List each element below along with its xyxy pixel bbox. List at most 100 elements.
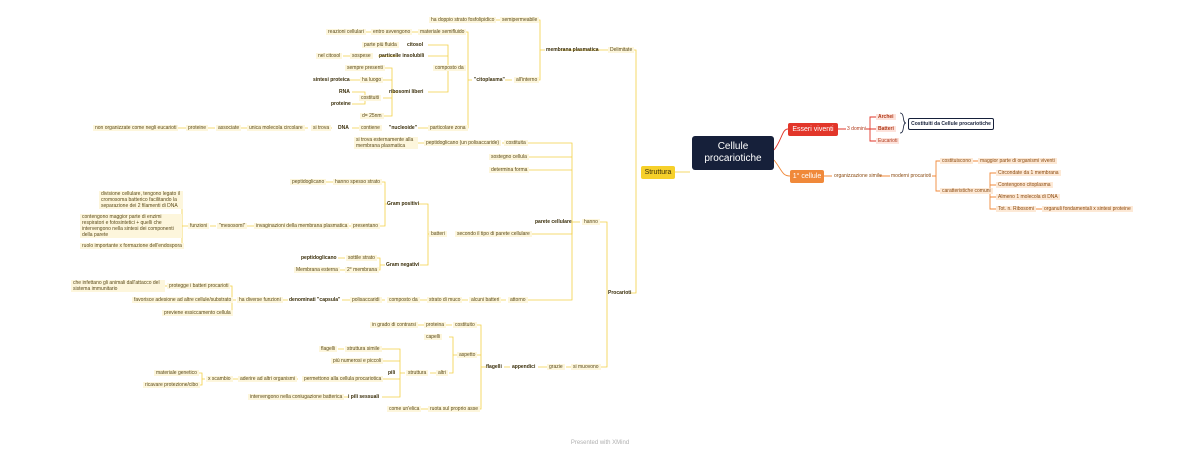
contrarsi-label[interactable]: in grado di contrarsi bbox=[370, 322, 418, 328]
procarioti-label[interactable]: Procarioti bbox=[608, 290, 632, 296]
composto-muco-label[interactable]: composto da bbox=[387, 297, 420, 303]
particelle-label[interactable]: particelle insolubili bbox=[379, 53, 425, 59]
moderni-label[interactable]: moderni procarioti bbox=[891, 173, 932, 179]
esternamente-label[interactable]: si trova esternamente alla membrana plas… bbox=[354, 137, 418, 149]
rna-label[interactable]: RNA bbox=[339, 89, 350, 95]
maggior-parte-label[interactable]: maggior parte di organismi viventi bbox=[978, 158, 1057, 164]
prime-cellule-node[interactable]: 1° cellule bbox=[790, 170, 824, 183]
entro-label[interactable]: entro avvengono bbox=[371, 29, 413, 35]
batteri-label[interactable]: batteri bbox=[429, 231, 447, 237]
strato-muco-label[interactable]: strato di muco bbox=[427, 297, 463, 303]
associate-label[interactable]: associate bbox=[216, 125, 242, 131]
ribosomi-label[interactable]: ribosomi liberi bbox=[389, 89, 424, 95]
costituito-label[interactable]: costituito bbox=[453, 322, 477, 328]
struttura-node[interactable]: Struttura bbox=[641, 166, 675, 179]
sistema-immunitario-label[interactable]: che infettano gli animali dall'attacco d… bbox=[71, 280, 165, 292]
si-trova-label[interactable]: si trova bbox=[311, 125, 332, 131]
molecola-circolare-label[interactable]: unica molecola circolare bbox=[247, 125, 305, 131]
sintesi-proteica-label[interactable]: sintesi proteica bbox=[313, 77, 350, 83]
gram-negativi-label[interactable]: Gram negativi bbox=[386, 262, 420, 268]
spesso-strato-label[interactable]: hanno spesso strato bbox=[333, 179, 383, 185]
ruota-label[interactable]: ruota sul proprio asse bbox=[428, 406, 481, 412]
grazie-label[interactable]: grazie bbox=[547, 364, 565, 370]
esseri-viventi-node[interactable]: Esseri viventi bbox=[788, 123, 838, 136]
eucarioti-label[interactable]: Eucarioti bbox=[876, 138, 900, 144]
composto-label[interactable]: composto da bbox=[433, 65, 466, 71]
batteri-domain-label[interactable]: Batteri bbox=[876, 126, 896, 132]
protezione-cibo-label[interactable]: ricavare protezione/cibo bbox=[143, 382, 201, 388]
contiene-label[interactable]: contiene bbox=[359, 125, 382, 131]
sottile-strato-label[interactable]: sottile strato bbox=[346, 255, 377, 261]
si-muovono-label[interactable]: si muovono bbox=[571, 364, 601, 370]
costituita-label[interactable]: costituita bbox=[504, 140, 528, 146]
nucleoide-label[interactable]: "nucleoide" bbox=[389, 125, 418, 131]
proteine-dna-label[interactable]: proteine bbox=[186, 125, 209, 131]
peptidoglicano-gp-label[interactable]: peptidoglicano bbox=[290, 179, 327, 185]
particolare-zona-label[interactable]: particolare zona bbox=[428, 125, 468, 131]
citosol-label[interactable]: citosol bbox=[407, 42, 424, 48]
membrana-plasmatica-label[interactable]: membrana plasmatica bbox=[546, 47, 599, 53]
ha-luogo-label[interactable]: ha luogo bbox=[360, 77, 384, 83]
nel-citosol-label[interactable]: nel citosol bbox=[316, 53, 343, 59]
hanno-label[interactable]: hanno bbox=[582, 219, 600, 225]
pili-label[interactable]: pili bbox=[388, 370, 396, 376]
organizzazione-label[interactable]: organizzazione simile bbox=[834, 173, 882, 179]
flagelli-simile-label[interactable]: flagelli bbox=[319, 346, 338, 352]
struttura-pili-label[interactable]: struttura bbox=[406, 370, 429, 376]
membrana-caratteristica[interactable]: Circondate da 1 membrana bbox=[996, 170, 1061, 176]
appendici-label[interactable]: appendici bbox=[512, 364, 536, 370]
materiale-genetico-label[interactable]: materiale genetico bbox=[154, 370, 199, 376]
aderire-label[interactable]: aderire ad altri organismi bbox=[238, 376, 298, 382]
funzioni-label[interactable]: funzioni bbox=[188, 223, 210, 229]
dna-caratteristica[interactable]: Almeno 1 molecola di DNA bbox=[996, 194, 1060, 200]
aspetto-label[interactable]: aspetto bbox=[457, 352, 478, 358]
endospora-label[interactable]: ruolo importante x formazione dell'endos… bbox=[80, 243, 184, 249]
citoplasma-caratteristica[interactable]: Contengono citoplasma bbox=[996, 182, 1053, 188]
adesione-label[interactable]: favorisce adesione ad altre cellule/subs… bbox=[132, 297, 234, 303]
semipermeabile-label[interactable]: semipermeabile bbox=[500, 17, 540, 23]
proteine-ribosomi-label[interactable]: proteine bbox=[331, 101, 351, 107]
scambio-label[interactable]: x scambio bbox=[206, 376, 233, 382]
archei-label[interactable]: Archei bbox=[876, 114, 896, 120]
costituiti-note[interactable]: Costituiti da Cellule procariotiche bbox=[908, 118, 994, 130]
numerosi-label[interactable]: più numerosi e piccoli bbox=[331, 358, 384, 364]
divisione-label[interactable]: divisione cellulare, tengono legato il c… bbox=[99, 191, 183, 209]
domini-label[interactable]: 3 domini bbox=[847, 126, 866, 132]
polisaccaridi-label[interactable]: polisaccaridi bbox=[350, 297, 382, 303]
sostegno-label[interactable]: sostegno cellula bbox=[489, 154, 529, 160]
interno-label[interactable]: all'interno bbox=[514, 77, 540, 83]
caratteristiche-label[interactable]: caratteristiche comuni bbox=[940, 188, 993, 194]
invaginazioni-label[interactable]: invaginazioni della membrana plasmatica bbox=[254, 223, 350, 229]
protegge-label[interactable]: protegge i batteri procarioti bbox=[167, 283, 231, 289]
struttura-simile-label[interactable]: struttura simile bbox=[345, 346, 382, 352]
costituiscono-label[interactable]: costituiscono bbox=[940, 158, 973, 164]
materiale-semifluido-label[interactable]: materiale semifluido bbox=[418, 29, 467, 35]
proteina-label[interactable]: proteina bbox=[424, 322, 447, 328]
capsula-label[interactable]: denominati "capsula" bbox=[289, 297, 341, 303]
membrana-esterna-label[interactable]: Membrana esterna bbox=[294, 267, 340, 273]
peptidoglicano-parete-label[interactable]: peptidoglicano (un polisaccaride) bbox=[424, 140, 502, 146]
reazioni-label[interactable]: reazioni cellulari bbox=[326, 29, 366, 35]
enzimi-label[interactable]: contengono maggior parte di enzimi respi… bbox=[80, 214, 182, 238]
parte-fluida-label[interactable]: parte più fluida bbox=[362, 42, 399, 48]
diverse-funzioni-label[interactable]: ha diverse funzioni bbox=[237, 297, 283, 303]
coniugazione-label[interactable]: intervengono nella coniugazione batteric… bbox=[248, 394, 345, 400]
mesosomi-label[interactable]: "mesosomi" bbox=[217, 223, 248, 229]
secondo-tipo-label[interactable]: secondo il tipo di parete cellulare bbox=[455, 231, 532, 237]
attorno-label[interactable]: attorno bbox=[508, 297, 528, 303]
seconda-membrana-label[interactable]: 2° membrana bbox=[345, 267, 380, 273]
elica-label[interactable]: come un'elica bbox=[387, 406, 422, 412]
capelli-label[interactable]: capelli bbox=[424, 334, 443, 340]
altri-label[interactable]: altri bbox=[436, 370, 449, 376]
costituiti-label[interactable]: costituiti bbox=[359, 95, 382, 101]
flagelli-label[interactable]: flagelli bbox=[486, 364, 502, 370]
central-topic[interactable]: Cellule procariotiche bbox=[692, 136, 774, 170]
pili-sessuali-label[interactable]: i pili sessuali bbox=[348, 394, 380, 400]
sospese-label[interactable]: sospese bbox=[350, 53, 373, 59]
presentano-label[interactable]: presentano bbox=[351, 223, 381, 229]
alcuni-batteri-label[interactable]: alcuni batteri bbox=[469, 297, 502, 303]
organuli-label[interactable]: organuli fondamentali x sintesi proteine bbox=[1042, 206, 1133, 212]
non-organizzate-label[interactable]: non organizzate come negli eucarioti bbox=[93, 125, 179, 131]
doppio-strato-label[interactable]: ha doppio strato fosfolipidico bbox=[429, 17, 497, 23]
citoplasma-label[interactable]: "citoplasma" bbox=[474, 77, 505, 83]
